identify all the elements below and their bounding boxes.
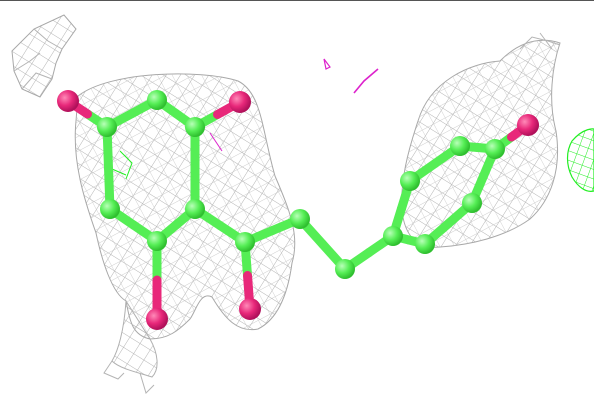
carbon-atom-c12 xyxy=(450,136,470,156)
oxygen-atom-o1 xyxy=(57,90,79,112)
carbon-atom-c6 xyxy=(100,199,120,219)
density-mesh-tail xyxy=(111,299,158,378)
oxygen-atom-o5 xyxy=(517,114,539,136)
carbon-atom-c14 xyxy=(462,193,482,213)
carbon-atom-c7 xyxy=(235,232,255,252)
difference-density-positive xyxy=(566,128,594,192)
carbon-atom-c9 xyxy=(335,259,355,279)
carbon-atom-c13 xyxy=(485,139,505,159)
carbon-atom-c3 xyxy=(185,117,205,137)
carbon-atom-c11 xyxy=(400,171,420,191)
carbon-atom-c1 xyxy=(97,117,117,137)
oxygen-atom-o3 xyxy=(146,308,168,330)
carbon-atom-c15 xyxy=(415,234,435,254)
carbon-atom-c2 xyxy=(147,90,167,110)
difference-density-negative xyxy=(353,68,379,94)
oxygen-atom-o4 xyxy=(239,298,261,320)
oxygen-atom-o2 xyxy=(229,91,251,113)
carbon-atom-c5 xyxy=(147,231,167,251)
density-mesh-fragment-top-left xyxy=(11,14,77,98)
ligand-atoms xyxy=(57,90,539,330)
carbon-atom-c8 xyxy=(290,209,310,229)
carbon-atom-c4 xyxy=(185,199,205,219)
difference-density xyxy=(111,58,594,192)
carbon-atom-c10 xyxy=(383,226,403,246)
